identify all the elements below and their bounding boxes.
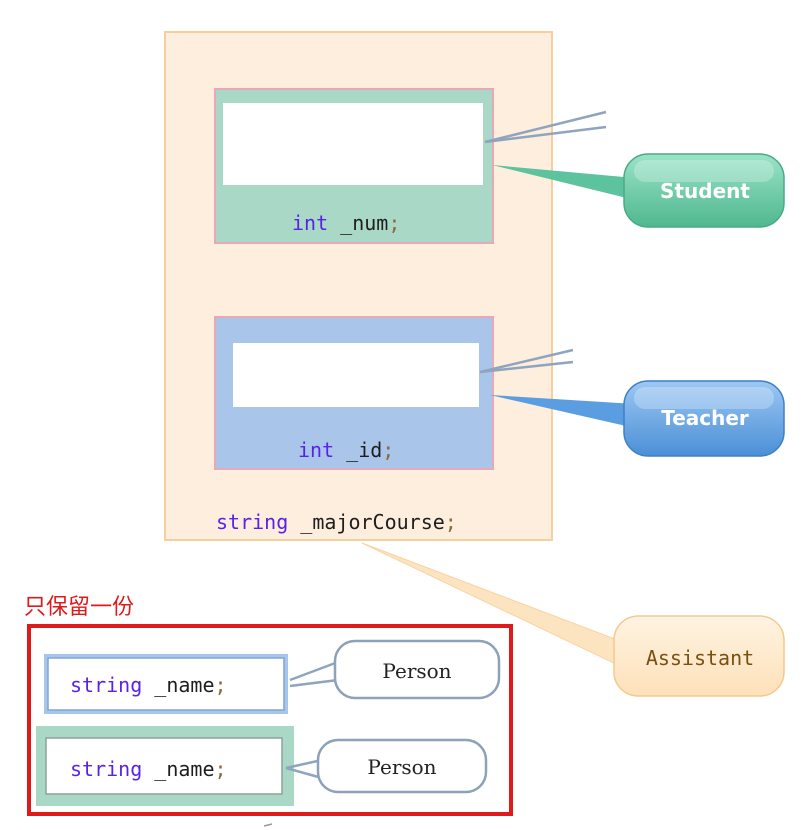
teacher-callout-pointer [490, 395, 635, 428]
student-field-num: int _num; [292, 211, 400, 235]
teacher-callout-label: Teacher [661, 406, 749, 430]
assistant-field-majorcourse: string _majorCourse; [216, 510, 457, 534]
person-copy-2-leader [285, 758, 323, 780]
teacher-callout: Teacher [490, 380, 785, 457]
teacher-field-id: int _id; [298, 438, 394, 462]
person-copy-2-box [45, 737, 283, 795]
assistant-object: int _num; int _id; string _majorCourse; [164, 31, 553, 541]
student-callout-bubble [623, 153, 785, 228]
person-copy-1-label: Person [382, 659, 451, 683]
teacher-slot-leader-lines [479, 348, 574, 374]
student-callout-label: Student [660, 179, 750, 203]
teacher-subobject: int _id; [214, 316, 494, 470]
person-copy-1-field: string _name; [70, 673, 227, 697]
stray-mark [263, 823, 273, 827]
person-copy-1-callout [333, 639, 501, 700]
student-subobject: int _num; [214, 88, 494, 244]
student-inherited-person-slot [223, 103, 483, 185]
student-callout-pointer [492, 165, 635, 200]
person-copy-2-callout [316, 738, 488, 794]
assistant-callout-label: Assistant [646, 646, 754, 670]
assistant-callout-bubble [613, 615, 785, 697]
duplicate-person-highlight [27, 624, 513, 816]
teacher-inherited-person-slot [233, 343, 479, 407]
person-copy-2-label: Person [367, 755, 436, 779]
person-copy-1-leader [289, 660, 339, 688]
teacher-callout-bubble [623, 380, 785, 457]
person-copy-2: string _name; Person [36, 726, 488, 806]
student-callout: Student [492, 153, 785, 228]
single-copy-note: 只保留一份 [24, 595, 134, 620]
person-copy-2-field: string _name; [70, 757, 227, 781]
person-copy-1-box [47, 657, 285, 711]
assistant-callout: Assistant [361, 542, 785, 697]
student-slot-leader-lines [484, 110, 607, 144]
person-copy-1: string _name; Person [44, 639, 501, 714]
